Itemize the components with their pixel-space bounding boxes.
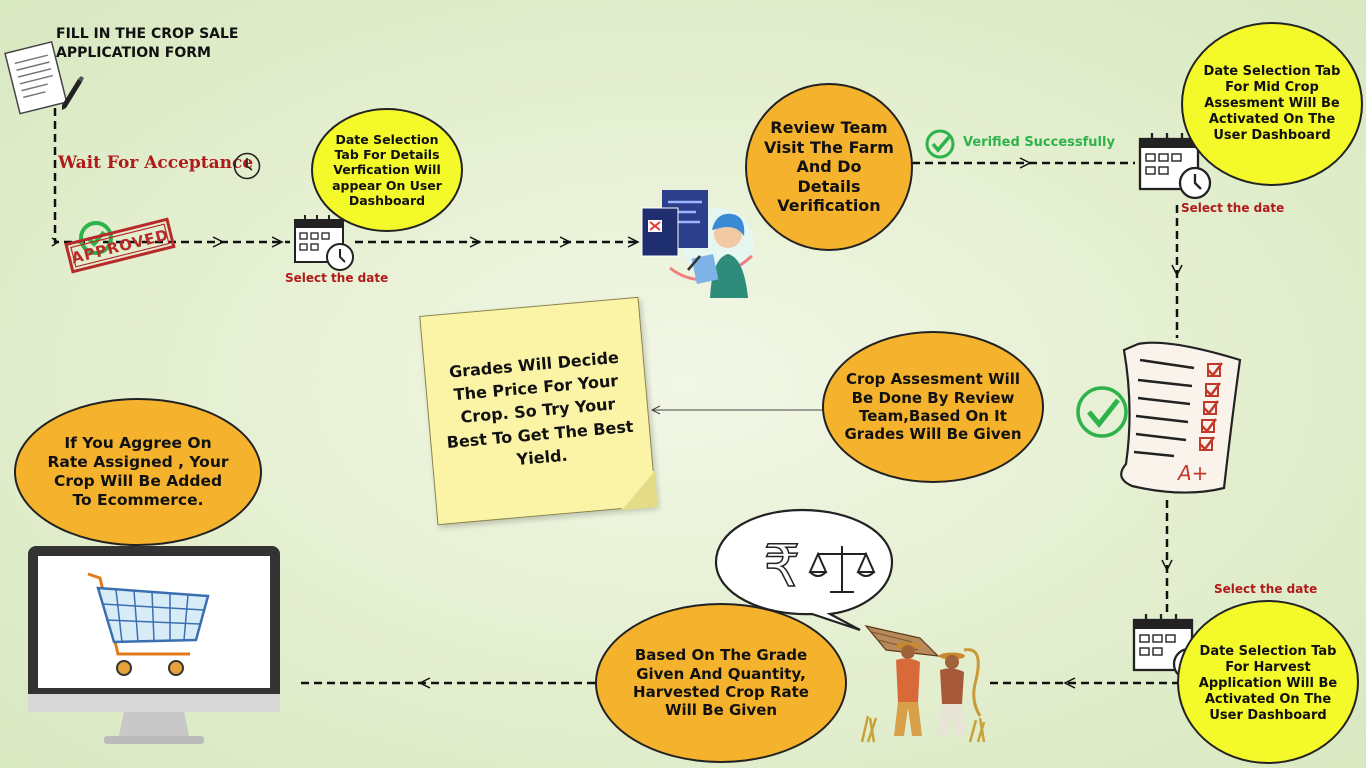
node-date-harvest: Date Selection Tab For Harvest Applicati… [1177,600,1359,764]
select-date-label-1: Select the date [285,271,389,285]
grades-note-text: Grades Will Decide The Price For Your Cr… [445,347,635,469]
monitor-cart-icon [28,546,280,744]
sticky-note-grades: Grades Will Decide The Price For Your Cr… [419,296,658,526]
node-date-mid-crop: Date Selection Tab For Mid Crop Assesmen… [1181,22,1363,186]
select-date-label-2: Select the date [1181,201,1285,215]
balance-scale-icon [808,546,876,593]
checklist-grade-icon: A+ [1076,341,1242,494]
node-date-details-verification: Date Selection Tab For Details Verficati… [311,108,463,232]
step-fill-form: FILL IN THE CROP SALE APPLICATION FORM [56,26,239,61]
shopping-cart-icon [87,572,210,676]
node-ecommerce: If You Aggree On Rate Assigned , Your Cr… [14,398,262,546]
node-review-visit: Review Team Visit The Farm And Do Detail… [745,83,913,251]
rupee-icon: ₹ [764,532,801,600]
node-rate-given: Based On The Grade Given And Quantity, H… [595,603,847,763]
select-date-label-3: Select the date [1214,582,1318,596]
node-crop-assessment: Crop Assesment Will Be Done By Review Te… [822,331,1044,483]
clock-icon [233,152,261,180]
calendar-clock-icon [294,215,354,271]
grade-a-plus-text: A+ [1176,461,1208,485]
approved-stamp-icon: APPROVED [64,217,176,274]
document-pen-icon [4,40,84,115]
checkmark-circle-icon [925,129,955,159]
speech-bubble-icon: ₹ [714,508,894,632]
sticky-note-icon [618,471,658,511]
calendar-clock-icon [1138,133,1212,200]
verified-successfully-label: Verified Successfully [963,135,1115,150]
reviewer-person-icon [641,190,754,298]
farmers-icon [860,625,986,743]
step-wait-acceptance: Wait For Acceptance [58,153,254,173]
